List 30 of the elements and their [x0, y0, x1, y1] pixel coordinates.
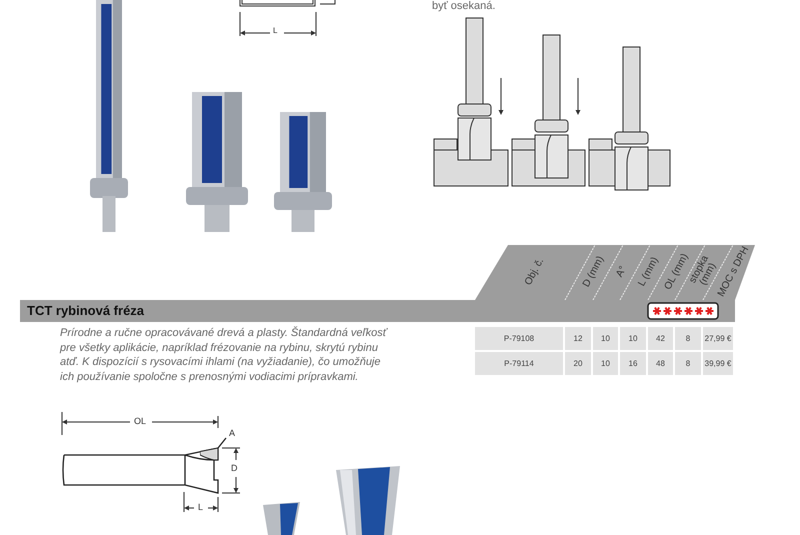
table-cell: 27,99 € — [703, 327, 733, 350]
table-cell: P-79114 — [475, 352, 563, 375]
column-header: OL (mm) — [662, 252, 690, 292]
leader-line — [218, 438, 226, 448]
note-text: byť osekaná. — [432, 0, 496, 12]
table-cell: 8 — [675, 352, 701, 375]
table-cell: 12 — [565, 327, 591, 350]
table-cell: 42 — [648, 327, 673, 350]
column-header: D (mm) — [582, 254, 606, 290]
cutter-edge — [200, 448, 218, 460]
description-text: Prírodne a ručne opracovávané drevá a plasty. Štandardná veľkosť pre všetky aplikácie, napríklad frézovanie na rybinu, skrytú rybinu atď. K dispozícií s rysovacími ihlami (na vyžiadanie), čo umožňuje ich používanie spoločne s prenosnými vodiacimi prípravkami. — [60, 326, 389, 384]
column-header: Obj. č. — [524, 256, 546, 288]
table-cell: 39,99 € — [703, 352, 733, 375]
dimension-label: OL — [134, 417, 146, 426]
table-cell: 10 — [620, 327, 646, 350]
column-header: A° — [614, 264, 628, 280]
table-cell: 10 — [593, 327, 618, 350]
table-cell: 8 — [675, 327, 701, 350]
table-cell: 16 — [620, 352, 646, 375]
column-header: MOC s DPH — [716, 245, 752, 299]
dimension-label: L — [198, 503, 204, 512]
section-title: TCT rybinová fréza — [27, 303, 144, 319]
table-cell: P-79108 — [475, 327, 563, 350]
table-cell: 48 — [648, 352, 673, 375]
table-cell: 10 — [593, 352, 618, 375]
column-header: L (mm) — [637, 256, 661, 288]
dimension-label: L — [273, 27, 278, 35]
callout-label: A — [226, 426, 238, 440]
dimension-label: D — [231, 464, 238, 473]
table-cell: 20 — [565, 352, 591, 375]
